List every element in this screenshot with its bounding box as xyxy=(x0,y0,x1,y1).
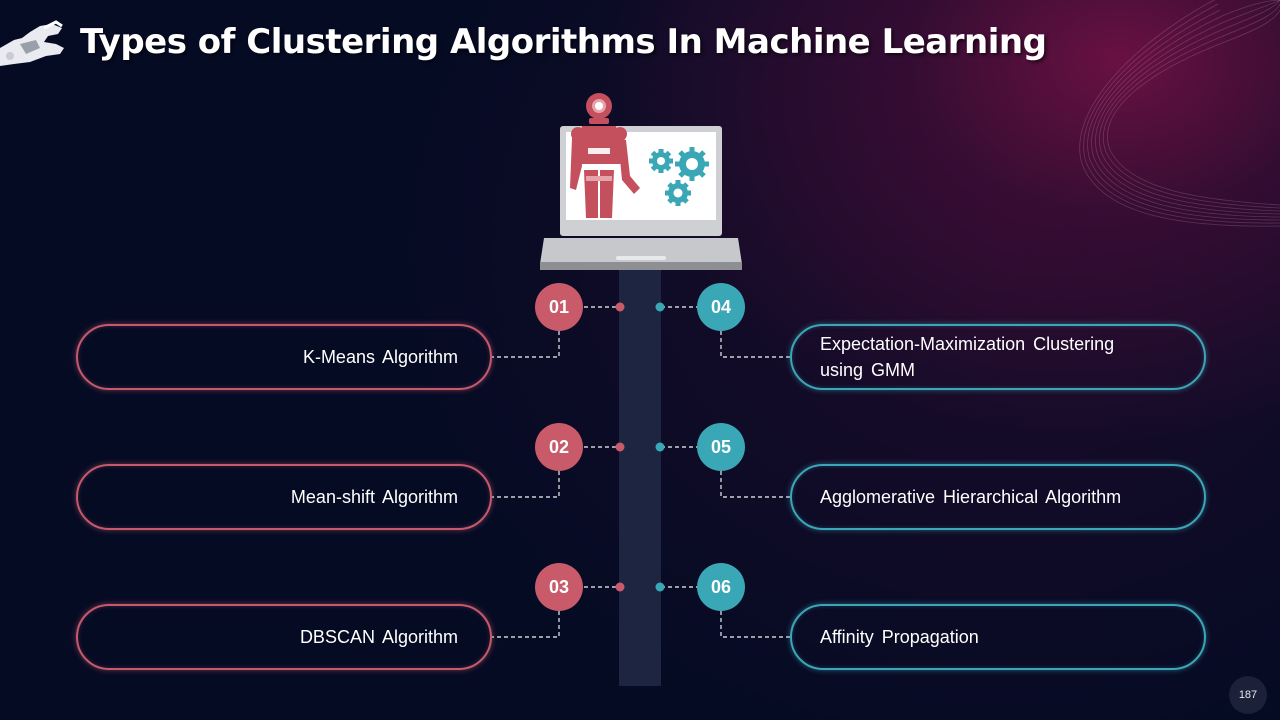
algorithm-label: Affinity Propagation xyxy=(820,627,979,647)
step-badge-05: 05 xyxy=(697,423,745,471)
decorative-waves xyxy=(1079,0,1280,227)
algorithm-card-kmeans: K-Means Algorithm xyxy=(76,324,492,390)
step-badge-03: 03 xyxy=(535,563,583,611)
page-title: Types of Clustering Algorithms In Machin… xyxy=(80,22,1047,62)
step-badge-01: 01 xyxy=(535,283,583,331)
gears-icon xyxy=(649,147,709,206)
algorithm-label: K-Means Algorithm xyxy=(302,347,458,367)
algorithm-card-em-gmm: Expectation-Maximization Clustering usin… xyxy=(790,324,1206,390)
algorithm-card-dbscan: DBSCAN Algorithm xyxy=(76,604,492,670)
step-badge-04: 04 xyxy=(697,283,745,331)
algorithm-label: DBSCAN Algorithm xyxy=(299,627,458,647)
robot-hand-icon xyxy=(0,20,64,66)
center-pillar xyxy=(619,270,661,686)
laptop-robot-icon xyxy=(540,93,742,270)
step-badge-06: 06 xyxy=(697,563,745,611)
algorithm-card-affinity: Affinity Propagation xyxy=(790,604,1206,670)
algorithm-label: Expectation-Maximization Clustering usin… xyxy=(820,334,1115,380)
algorithm-label: Agglomerative Hierarchical Algorithm xyxy=(820,487,1122,507)
step-badge-02: 02 xyxy=(535,423,583,471)
algorithm-card-mean-shift: Mean-shift Algorithm xyxy=(76,464,492,530)
algorithm-label: Mean-shift Algorithm xyxy=(290,487,458,507)
page-number: 187 xyxy=(1229,676,1267,714)
algorithm-card-agglomerative: Agglomerative Hierarchical Algorithm xyxy=(790,464,1206,530)
